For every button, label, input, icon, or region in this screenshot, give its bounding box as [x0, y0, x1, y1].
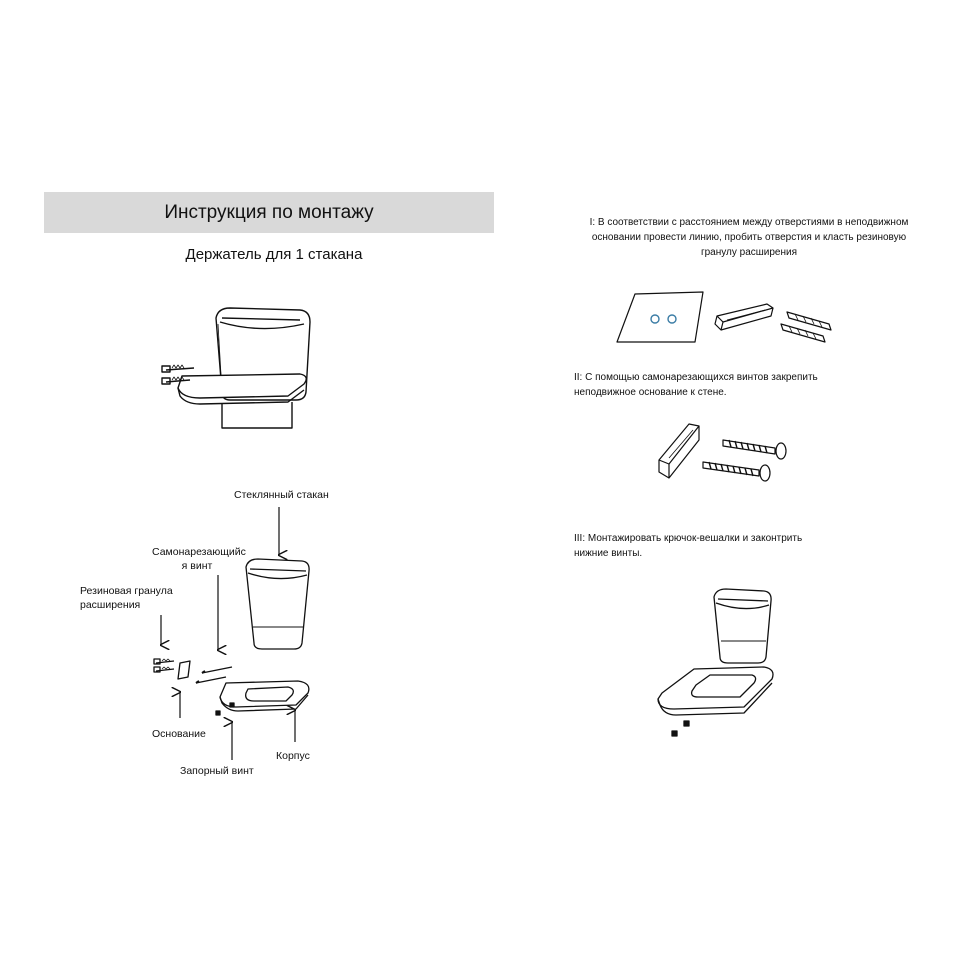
- title-bar: Инструкция по монтажу: [44, 192, 494, 233]
- step-2-line2: неподвижное основание к стене.: [574, 387, 727, 398]
- label-plug: Резиновая гранула расширения: [80, 584, 173, 612]
- step-2-line1: II: С помощью самонарезающихся винтов за…: [574, 372, 818, 383]
- label-plug-line2: расширения: [80, 599, 141, 611]
- step-1-line1: I: В соответствии с расстоянием между от…: [589, 217, 909, 228]
- step-2-text: II: С помощью самонарезающихся винтов за…: [574, 370, 874, 400]
- label-glass: Стеклянный стакан: [234, 489, 329, 501]
- step-3-line2: нижние винты.: [574, 548, 643, 559]
- label-screw-line2: я винт: [181, 560, 213, 572]
- page-title: Инструкция по монтажу: [164, 201, 374, 223]
- step-1-text: I: В соответствии с расстоянием между от…: [560, 215, 938, 260]
- step-3-illustration: [652, 585, 782, 745]
- step-3-text: III: Монтажировать крючок-вешалки и зако…: [574, 531, 874, 561]
- assembled-holder-illustration: [160, 300, 320, 440]
- step-1-illustration: [615, 290, 845, 350]
- label-plug-line1: Резиновая гранула: [80, 585, 173, 597]
- page-subtitle: Держатель для 1 стакана: [185, 246, 363, 263]
- step-1-line3: гранулу расширения: [700, 247, 798, 258]
- step-3-line1: III: Монтажировать крючок-вешалки и зако…: [574, 533, 803, 544]
- label-lock-screw: Запорный винт: [180, 765, 254, 777]
- label-screw-line1: Самонарезающийс: [152, 546, 246, 558]
- label-screw: Самонарезающийс я винт: [152, 545, 246, 573]
- step-1-line2: основании провести линию, пробить отверс…: [591, 232, 907, 243]
- step-2-illustration: [655, 420, 795, 490]
- label-base: Основание: [152, 728, 206, 740]
- label-body: Корпус: [276, 750, 310, 762]
